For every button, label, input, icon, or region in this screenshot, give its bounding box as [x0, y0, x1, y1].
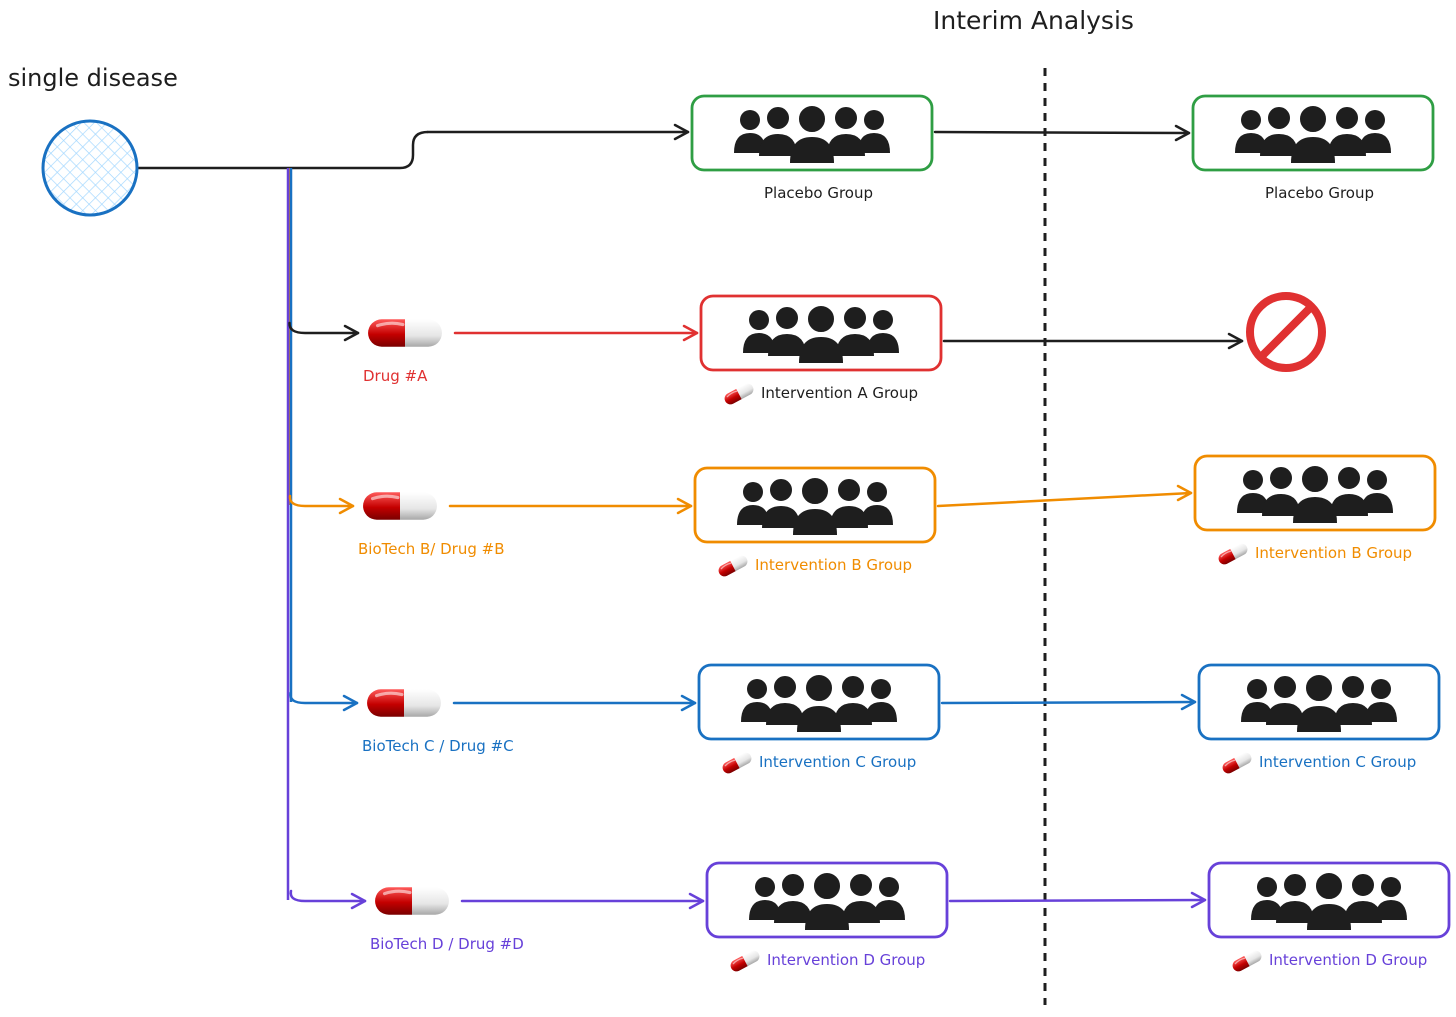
arm-placebo-group-label: Placebo Group: [764, 184, 873, 202]
arm-c-group-label-text: Intervention C Group: [759, 753, 917, 771]
arm-b-continue-arrow: [936, 484, 1193, 508]
arm-b-after-label: Intervention B Group: [1215, 540, 1413, 567]
arm-c-branch-arrow-head: [342, 694, 359, 712]
interim-analysis-title: Interim Analysis: [933, 6, 1134, 35]
capsule-icon: [367, 318, 443, 348]
arm-d-group-box: [705, 861, 949, 939]
arm-a-branch-arrow-line: [288, 321, 360, 335]
arm-b-continue-arrow-head: [1176, 484, 1193, 502]
placebo-arrow-head: [673, 123, 690, 141]
capsule-icon: [362, 491, 438, 521]
arm-c-to-group-arrow-head: [680, 694, 697, 712]
arm-b-after-box: [1193, 454, 1437, 532]
single-disease-label-text: single disease: [8, 64, 178, 92]
arm-d-branch-arrow: [289, 889, 367, 910]
arm-b-continue-arrow-line: [936, 491, 1193, 508]
arm-b-to-group-arrow: [448, 497, 693, 515]
arm-c-after-box: [1197, 663, 1441, 741]
arm-c-group-label: Intervention C Group: [719, 749, 917, 776]
arm-c-to-group-arrow: [452, 694, 697, 712]
arm-d-group-label: Intervention D Group: [727, 947, 926, 974]
arm-d-drug-label: BioTech D / Drug #D: [370, 935, 524, 953]
arm-a-group-box: [699, 294, 943, 372]
arm-b-branch-arrow-head: [338, 497, 355, 515]
arm-placebo-after-label: Placebo Group: [1265, 184, 1374, 202]
arm-c-branch-arrow: [289, 691, 359, 712]
arm-a-branch-arrow: [288, 321, 360, 342]
arm-placebo-after-label-text: Placebo Group: [1265, 184, 1375, 202]
prohibited-bar: [1257, 303, 1315, 361]
interim-analysis-title-text: Interim Analysis: [933, 6, 1134, 35]
arm-c-group-box: [697, 663, 941, 741]
arm-b-drug-label-text: BioTech B/ Drug #B: [358, 540, 505, 558]
arm-d-continue-arrow-head: [1190, 891, 1207, 909]
arm-d-group-label-text: Intervention D Group: [767, 951, 926, 969]
hatched-circle-icon: [41, 119, 139, 217]
arm-d-drug-label-text: BioTech D / Drug #D: [370, 935, 524, 953]
arm-a-drug-label: Drug #A: [363, 367, 427, 385]
arm-placebo-continue-arrow-line: [933, 130, 1191, 135]
arm-placebo-group-box: [690, 94, 934, 172]
arm-b-drug-label: BioTech B/ Drug #B: [358, 540, 504, 558]
arm-a-to-group-arrow-head: [682, 324, 699, 342]
arm-a-branch-arrow-head: [343, 324, 360, 342]
arm-b-branch-arrow: [288, 494, 355, 515]
single-disease-label: single disease: [8, 64, 178, 92]
prohibited-ring: [1246, 292, 1326, 372]
prohibited-icon: [1246, 292, 1326, 372]
arm-a-to-group-arrow: [453, 324, 699, 342]
arm-b-group-label-text: Intervention B Group: [755, 556, 913, 574]
arm-b-branch-arrow-line: [288, 494, 355, 508]
capsule-icon: [374, 886, 450, 916]
arm-b-group-box: [693, 466, 937, 544]
arm-d-after-label: Intervention D Group: [1229, 947, 1428, 974]
arm-a-group-label-text: Intervention A Group: [761, 384, 919, 402]
arm-c-drug-label-text: BioTech C / Drug #C: [362, 737, 514, 755]
arm-d-branch-arrow-head: [350, 892, 367, 910]
arm-placebo-group-label-text: Placebo Group: [764, 184, 874, 202]
arm-d-continue-arrow-line: [948, 898, 1207, 903]
arm-c-after-label-text: Intervention C Group: [1259, 753, 1417, 771]
arm-d-after-box: [1207, 861, 1451, 939]
arm-d-branch-arrow-line: [289, 889, 367, 903]
arm-d-to-group-arrow: [460, 892, 705, 910]
arm-b-group-label: Intervention B Group: [715, 552, 913, 579]
arm-d-to-group-arrow-head: [688, 892, 705, 910]
placebo-arrow: [426, 123, 690, 141]
arm-b-after-label-text: Intervention B Group: [1255, 544, 1413, 562]
arm-a-to-stop-arrow-head: [1227, 332, 1244, 350]
arm-a-group-label: Intervention A Group: [721, 380, 919, 407]
arm-c-drug-label: BioTech C / Drug #C: [362, 737, 514, 755]
arm-a-to-stop-arrow: [942, 332, 1244, 350]
arm-c-branch-arrow-line: [289, 691, 359, 705]
arm-b-to-group-arrow-head: [676, 497, 693, 515]
capsule-icon: [366, 688, 442, 718]
arm-a-drug-label-text: Drug #A: [363, 367, 428, 385]
arm-placebo-continue-arrow-head: [1174, 124, 1191, 142]
arm-placebo-continue-arrow: [933, 124, 1191, 142]
arm-d-continue-arrow: [948, 891, 1207, 909]
arm-c-continue-arrow: [940, 693, 1197, 711]
arm-c-continue-arrow-head: [1180, 693, 1197, 711]
trunk-line: [137, 130, 429, 170]
arm-placebo-after-box: [1191, 94, 1435, 172]
arm-c-continue-arrow-line: [940, 700, 1197, 705]
arm-d-after-label-text: Intervention D Group: [1269, 951, 1428, 969]
arm-c-after-label: Intervention C Group: [1219, 749, 1417, 776]
